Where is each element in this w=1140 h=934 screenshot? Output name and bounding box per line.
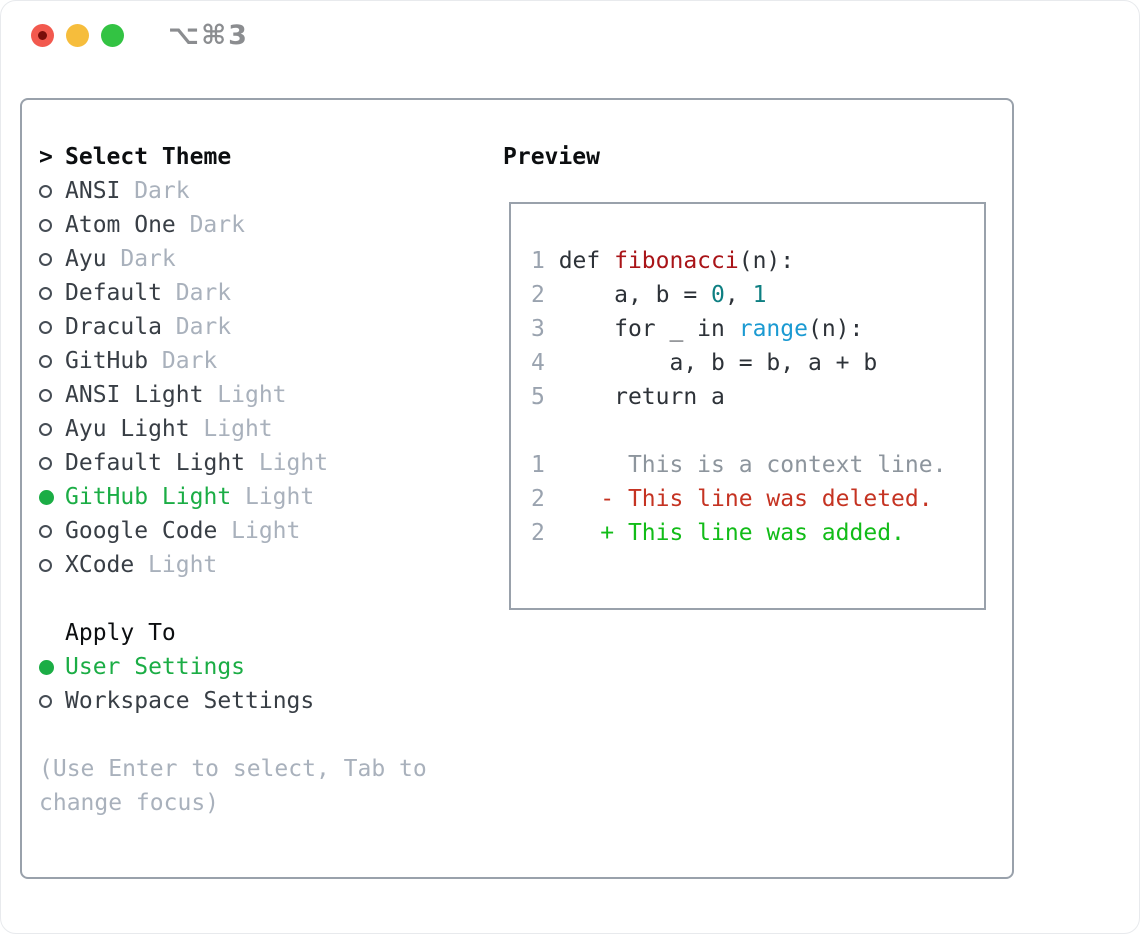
code-preview: 1 def fibonacci(n): 2 a, b = 0, 1 3 for _ …	[531, 244, 984, 550]
code-line: 2 - This line was deleted.	[531, 486, 933, 512]
code-line: 1 def fibonacci(n):	[531, 248, 795, 274]
theme-item-ayu-light[interactable]: Ayu Light Light	[39, 412, 479, 446]
code-line: 1 This is a context line.	[531, 452, 947, 478]
theme-name: Atom One	[65, 212, 176, 238]
apply-option-user-settings[interactable]: User Settings	[39, 650, 479, 684]
theme-item-dracula[interactable]: Dracula Dark	[39, 310, 479, 344]
theme-variant: Dark	[134, 178, 190, 204]
theme-variant: Light	[217, 382, 287, 408]
spacer	[39, 718, 479, 752]
theme-name: Ayu Light	[65, 416, 190, 442]
radio-icon	[39, 252, 65, 266]
theme-item-github[interactable]: GitHub Dark	[39, 344, 479, 378]
radio-selected-icon	[39, 659, 65, 675]
theme-name: XCode	[65, 552, 135, 578]
theme-item-ansi-light[interactable]: ANSI Light Light	[39, 378, 479, 412]
theme-variant: Light	[244, 484, 315, 510]
theme-item-ayu[interactable]: Ayu Dark	[39, 242, 479, 276]
radio-icon	[39, 422, 65, 436]
prompt-icon: >	[39, 144, 53, 170]
theme-item-atom-one[interactable]: Atom One Dark	[39, 208, 479, 242]
minimize-button[interactable]	[66, 24, 89, 47]
radio-icon	[39, 456, 65, 470]
theme-item-github-light[interactable]: GitHub Light Light	[39, 480, 479, 514]
theme-name: Dracula	[65, 314, 162, 340]
theme-variant: Light	[258, 450, 329, 476]
theme-name: GitHub	[65, 348, 149, 374]
theme-variant: Dark	[189, 212, 245, 238]
theme-item-google-code[interactable]: Google Code Light	[39, 514, 479, 548]
close-button-dot	[38, 31, 47, 40]
radio-icon	[39, 184, 65, 198]
radio-icon	[39, 320, 65, 334]
theme-variant: Dark	[161, 348, 218, 374]
theme-name: Default	[65, 280, 162, 306]
window-shortcut-label: ⌥⌘3	[168, 20, 249, 51]
theme-variant: Light	[231, 518, 301, 544]
apply-option-workspace-settings[interactable]: Workspace Settings	[39, 684, 479, 718]
select-theme-title: Select Theme	[65, 144, 232, 170]
apply-option-label: Workspace Settings	[65, 688, 315, 714]
apply-option-label: User Settings	[65, 654, 246, 680]
theme-name: Ayu	[65, 246, 107, 272]
theme-name: ANSI Light	[65, 382, 204, 408]
apply-to-header: Apply To	[39, 616, 479, 650]
radio-icon	[39, 694, 65, 708]
radio-icon	[39, 388, 65, 402]
theme-item-xcode[interactable]: XCode Light	[39, 548, 479, 582]
radio-icon	[39, 354, 65, 368]
code-line: 3 for _ in range(n):	[531, 316, 864, 342]
zoom-button[interactable]	[101, 24, 124, 47]
theme-item-default-light[interactable]: Default Light Light	[39, 446, 479, 480]
code-line	[531, 414, 984, 448]
theme-name: GitHub Light	[65, 484, 232, 510]
theme-name: Default Light	[65, 450, 246, 476]
theme-item-ansi[interactable]: ANSI Dark	[39, 174, 479, 208]
select-theme-header: > Select Theme	[39, 140, 479, 174]
code-line: 5 return a	[531, 384, 725, 410]
hint-text: (Use Enter to select, Tab to change focu…	[39, 756, 427, 816]
radio-icon	[39, 524, 65, 538]
radio-icon	[39, 218, 65, 232]
theme-variant: Light	[148, 552, 218, 578]
radio-icon	[39, 286, 65, 300]
code-line: 2 a, b = 0, 1	[531, 282, 767, 308]
theme-name: Google Code	[65, 518, 218, 544]
preview-title: Preview	[503, 144, 600, 170]
theme-variant: Dark	[175, 314, 232, 340]
radio-selected-icon	[39, 489, 65, 505]
preview-box: 1 def fibonacci(n): 2 a, b = 0, 1 3 for _ …	[509, 202, 986, 610]
theme-item-default[interactable]: Default Dark	[39, 276, 479, 310]
apply-to-title: Apply To	[65, 620, 176, 646]
theme-variant: Light	[203, 416, 273, 442]
theme-variant: Dark	[120, 246, 176, 272]
code-line: 2 + This line was added.	[531, 520, 905, 546]
theme-variant: Dark	[175, 280, 232, 306]
theme-name: ANSI	[65, 178, 121, 204]
close-button[interactable]	[31, 24, 54, 47]
radio-icon	[39, 558, 65, 572]
code-line: 4 a, b = b, a + b	[531, 350, 878, 376]
spacer	[39, 582, 479, 616]
